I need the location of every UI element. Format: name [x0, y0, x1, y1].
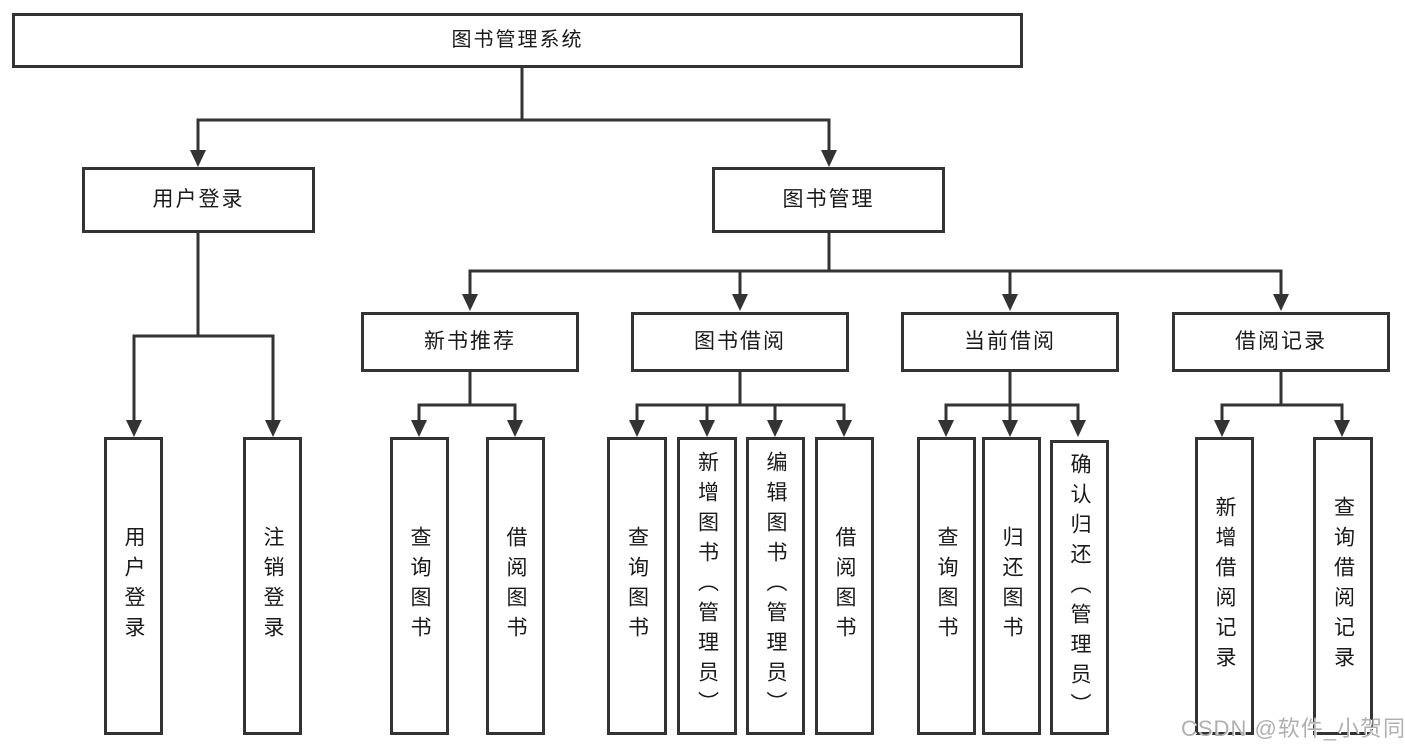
leaf-bb-edit-books-admin: 编辑图书（管理员）: [746, 437, 805, 735]
arrow-down-icon: [836, 420, 852, 437]
node-user-login: 用户登录: [82, 167, 315, 233]
arrow-down-icon: [507, 420, 523, 437]
arrow-down-icon: [1214, 420, 1230, 437]
node-borrowing-records: 借阅记录: [1172, 312, 1390, 372]
connector-book-management: [468, 233, 1283, 297]
arrow-down-icon: [1273, 294, 1289, 311]
arrow-down-icon: [1070, 420, 1086, 437]
node-book-borrowing: 图书借阅: [631, 312, 849, 372]
leaf-nbr-query-books: 查询图书: [390, 437, 449, 735]
arrow-down-icon: [190, 150, 206, 167]
leaf-cb-query-books: 查询图书: [917, 437, 976, 735]
csdn-watermark: CSDN @软件_小贺同学: [1181, 716, 1405, 741]
connector-current-borrowing: [944, 372, 1080, 424]
connector-root: [196, 68, 831, 152]
leaf-bb-add-books-admin: 新增图书（管理员）: [677, 437, 737, 735]
arrow-down-icon: [732, 294, 748, 311]
connector-new-book-recommend: [417, 372, 517, 424]
arrow-down-icon: [126, 420, 142, 437]
leaf-br-query-record: 查询借阅记录: [1313, 437, 1373, 735]
arrow-down-icon: [1002, 420, 1018, 437]
leaf-bb-borrow-books: 借阅图书: [815, 437, 874, 735]
connector-book-borrowing: [635, 372, 846, 424]
arrow-down-icon: [629, 420, 645, 437]
arrow-down-icon: [938, 420, 954, 437]
arrow-down-icon: [1002, 294, 1018, 311]
leaf-cb-return-books: 归还图书: [982, 437, 1041, 735]
node-root: 图书管理系统: [12, 13, 1023, 68]
arrow-down-icon: [265, 420, 281, 437]
leaf-br-add-record: 新增借阅记录: [1195, 437, 1254, 735]
arrow-down-icon: [462, 294, 478, 311]
leaf-bb-query-books: 查询图书: [607, 437, 667, 735]
arrow-down-icon: [821, 150, 837, 167]
leaf-nbr-borrow-books: 借阅图书: [486, 437, 545, 735]
connector-user-login: [132, 233, 275, 424]
arrow-down-icon: [699, 420, 715, 437]
arrowheads: [126, 150, 1350, 437]
arrow-down-icon: [411, 420, 427, 437]
node-current-borrowing: 当前借阅: [901, 312, 1119, 372]
leaf-logout: 注销登录: [243, 437, 302, 735]
node-new-book-recommend: 新书推荐: [361, 312, 579, 372]
leaf-cb-confirm-return-admin: 确认归还（管理员）: [1050, 440, 1109, 735]
leaf-user-login: 用户登录: [104, 437, 163, 735]
connector-borrowing-records: [1220, 372, 1344, 424]
arrow-down-icon: [767, 420, 783, 437]
node-book-management: 图书管理: [712, 167, 945, 233]
arrow-down-icon: [1334, 420, 1350, 437]
